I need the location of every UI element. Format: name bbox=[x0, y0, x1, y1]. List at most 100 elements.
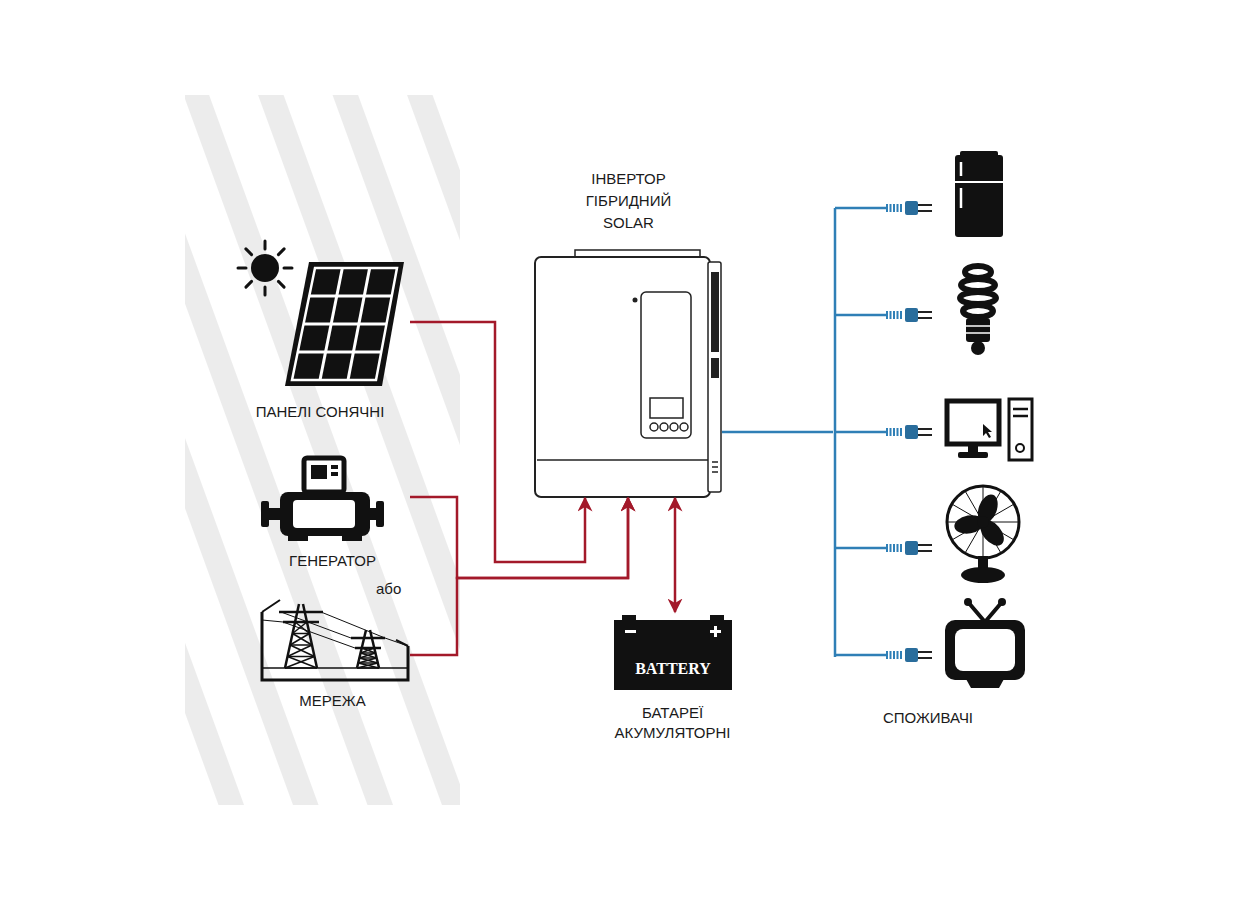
computer-icon-part bbox=[1016, 444, 1024, 452]
fan-icon bbox=[947, 486, 1019, 583]
inverter-housing-part bbox=[711, 272, 719, 352]
battery-icon-part bbox=[614, 620, 732, 690]
consumer-wiring-part bbox=[897, 544, 899, 552]
consumer-wiring-part bbox=[835, 207, 886, 210]
battery-icon-part bbox=[625, 630, 636, 633]
inverter-housing-part bbox=[712, 462, 718, 472]
node-label: СПОЖИВАЧІ bbox=[833, 707, 1023, 729]
consumer-wiring bbox=[835, 201, 932, 662]
consumer-wiring-part bbox=[886, 428, 888, 436]
connector-layer-part bbox=[410, 322, 833, 655]
computer-icon-part bbox=[947, 401, 999, 444]
power-arrow bbox=[410, 322, 585, 562]
fridge-icon-part bbox=[960, 162, 963, 208]
tv-icon-part bbox=[964, 598, 972, 606]
solar-panel-icon bbox=[285, 262, 404, 386]
lamp-icon-part bbox=[966, 318, 990, 342]
generator-icon-part bbox=[376, 501, 384, 527]
consumer-wiring-part bbox=[900, 311, 902, 319]
consumer-wiring-part bbox=[897, 204, 899, 212]
grid-node: МЕРЕЖА bbox=[255, 595, 410, 715]
tv-icon-part bbox=[966, 679, 1004, 688]
consumer-wiring-part bbox=[905, 308, 918, 322]
power-grid-icon-part bbox=[355, 647, 381, 650]
sun-icon bbox=[238, 241, 292, 295]
lamp-icon bbox=[960, 266, 996, 355]
power-grid-icon-part bbox=[262, 612, 408, 680]
battery-node: BATTERY БАТАРЕЇ АКУМУЛЯТОРНІ bbox=[605, 612, 740, 744]
sun-icon-part bbox=[278, 249, 284, 255]
power-grid-icon-part bbox=[288, 657, 317, 669]
consumer-wiring-part bbox=[900, 544, 902, 552]
power-arrow bbox=[410, 497, 628, 578]
consumer-wiring-part bbox=[890, 311, 892, 319]
inverter-housing-part bbox=[680, 423, 688, 431]
consumer-wiring-part bbox=[918, 210, 932, 212]
consumers-node: СПОЖИВАЧІ bbox=[833, 150, 1040, 735]
generator-icon-part bbox=[342, 534, 362, 541]
node-label: МЕРЕЖА bbox=[255, 690, 410, 712]
fridge-icon-part bbox=[955, 155, 1003, 237]
inverter-housing-part bbox=[633, 298, 638, 303]
power-grid-icon-part bbox=[295, 622, 309, 634]
generator-icon-part bbox=[311, 465, 327, 479]
power-grid-icon-part bbox=[357, 667, 379, 669]
consumer-wiring-part bbox=[886, 311, 888, 319]
sun-icon-part bbox=[251, 254, 279, 282]
computer-icon-part bbox=[968, 444, 978, 453]
generator-icon-part bbox=[288, 534, 308, 541]
connector-note: або bbox=[376, 579, 401, 599]
generator-icon-part bbox=[304, 458, 344, 492]
inverter-node: ІНВЕРТОР ГІБРИДНИЙ SOLAR bbox=[535, 160, 722, 498]
generator-icon-part bbox=[331, 472, 338, 476]
consumer-wiring-part bbox=[897, 428, 899, 436]
computer-icon bbox=[947, 399, 1032, 460]
power-arrow bbox=[410, 498, 628, 655]
consumer-wiring-part bbox=[886, 204, 888, 212]
sun-icon-part bbox=[238, 267, 246, 270]
inverter-housing bbox=[535, 250, 721, 497]
power-grid-icon-part bbox=[385, 638, 408, 646]
battery-icon bbox=[614, 615, 732, 690]
computer-icon-part bbox=[983, 424, 992, 438]
power-grid-icon bbox=[262, 600, 408, 680]
power-grid-icon-part bbox=[279, 611, 323, 614]
generator-icon-part bbox=[280, 492, 370, 536]
power-line bbox=[722, 431, 833, 434]
power-grid-icon-part bbox=[293, 633, 310, 635]
node-label: БАТАРЕЇ АКУМУЛЯТОРНІ bbox=[605, 703, 740, 743]
consumer-wiring-part bbox=[918, 311, 932, 313]
consumer-wiring-part bbox=[918, 434, 932, 436]
battery-label: BATTERY bbox=[614, 659, 732, 679]
consumer-wiring-part bbox=[890, 651, 892, 659]
consumer-wiring-part bbox=[886, 651, 888, 659]
lamp-icon-part bbox=[966, 326, 990, 333]
consumer-wiring-part bbox=[905, 648, 918, 662]
solar-panel-icon-part bbox=[309, 295, 392, 298]
consumer-wiring-part bbox=[918, 651, 932, 653]
generator-icon-part bbox=[293, 500, 355, 528]
fan-icon-part bbox=[977, 516, 989, 528]
power-arrow bbox=[674, 498, 677, 612]
inverter-housing-part bbox=[650, 423, 658, 431]
consumer-wiring-part bbox=[900, 651, 902, 659]
lamp-icon-part bbox=[971, 341, 985, 355]
fridge-icon bbox=[955, 151, 1003, 237]
tv-icon-part bbox=[968, 602, 1002, 622]
solar-panel-icon-part bbox=[304, 323, 387, 326]
power-grid-icon-part bbox=[283, 621, 319, 624]
power-grid-icon-part bbox=[288, 656, 315, 658]
power-grid-icon-part bbox=[288, 645, 312, 657]
inverter-housing-part bbox=[650, 398, 683, 418]
fan-icon-part bbox=[961, 567, 1005, 583]
consumer-wiring-part bbox=[897, 311, 899, 319]
power-grid-icon-part bbox=[351, 637, 385, 640]
sun-icon-part bbox=[246, 249, 252, 255]
consumer-wiring-part bbox=[905, 425, 918, 439]
power-grid-icon-part bbox=[262, 600, 408, 646]
node-label: ГЕНЕРАТОР bbox=[255, 550, 410, 572]
generator-icon-part bbox=[331, 465, 338, 469]
power-grid-icon-part bbox=[293, 634, 312, 646]
node-label: ІНВЕРТОР ГІБРИДНИЙ SOLAR bbox=[574, 168, 684, 234]
consumer-wiring-part bbox=[905, 201, 918, 215]
